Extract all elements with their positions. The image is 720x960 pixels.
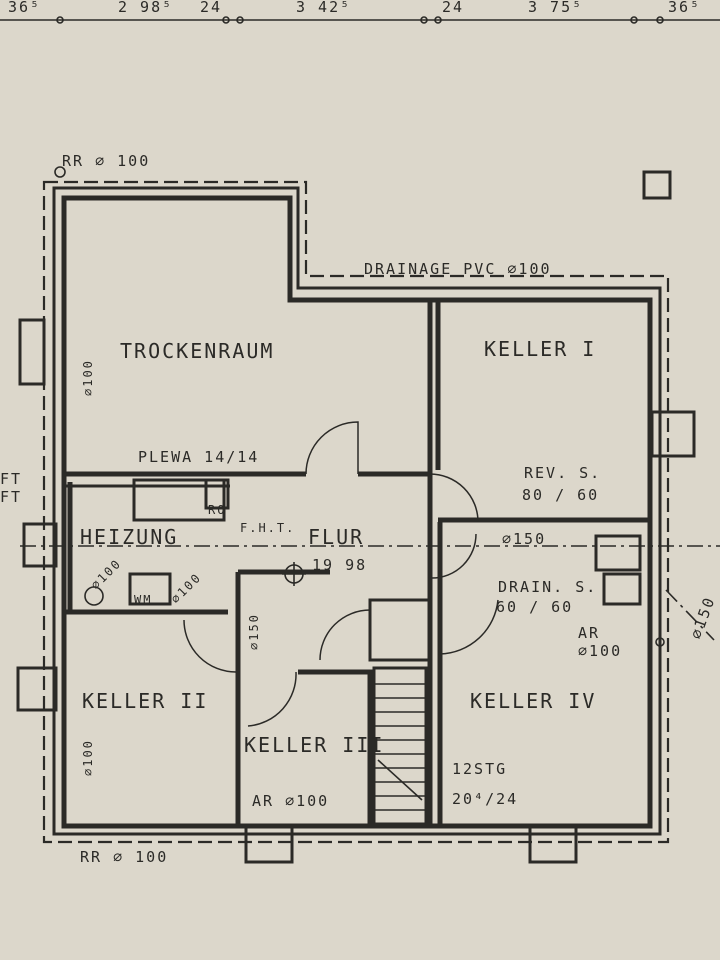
- washing-machine: [128, 572, 172, 606]
- dimension-label: 3 75⁵: [528, 0, 583, 16]
- ro-box: [204, 478, 230, 510]
- chimney-symbol: [642, 170, 672, 200]
- dimension-tick: [222, 16, 230, 24]
- annotation-drainage: DRAINAGE PVC ⌀100: [364, 260, 552, 278]
- boiler: [132, 478, 226, 522]
- dimension-label: 24: [442, 0, 464, 16]
- annotation-drain-s-size: 60 / 60: [496, 598, 573, 616]
- window-well-west: [18, 318, 46, 386]
- annotation-ro: RO: [208, 503, 226, 517]
- dimension-tick: [420, 16, 428, 24]
- room-label-flur: FLUR: [308, 525, 364, 549]
- door-keller2: [183, 619, 237, 673]
- equipment: [54, 166, 665, 647]
- door-keller1: [429, 473, 479, 523]
- stair-landing: [368, 598, 432, 662]
- downpipe-icon: [54, 166, 66, 178]
- room-label-heizung: HEIZUNG: [80, 525, 178, 549]
- annotation-stg-size: 20⁴/24: [452, 790, 518, 808]
- annotation-fht: F.H.T.: [240, 521, 295, 535]
- annotation-pipe-150: ⌀150: [502, 530, 546, 548]
- door-keller4: [431, 533, 477, 579]
- annotation-wm: WM: [134, 593, 152, 607]
- dimension-tick: [56, 16, 64, 24]
- room-label-trockenraum: TROCKENRAUM: [120, 339, 274, 363]
- wall-keller3: [298, 669, 373, 826]
- interior-walls: [64, 300, 650, 826]
- dimension-tick: [656, 16, 664, 24]
- staircase: [368, 598, 432, 826]
- dimension-label: 36⁵: [668, 0, 701, 16]
- door-trockenraum: [305, 421, 359, 475]
- stair-arrow: [377, 759, 423, 801]
- room-label-keller2: KELLER II: [82, 689, 208, 713]
- doors: [183, 421, 499, 727]
- annotation-ft: FT: [0, 488, 22, 506]
- dimension-chain: 36⁵ 2 98⁵ 24 3 42⁵ 24 3 75⁵ 36⁵: [0, 0, 720, 24]
- room-label-keller4: KELLER IV: [470, 689, 596, 713]
- annotation-drain-s: DRAIN. S.: [498, 578, 597, 596]
- exterior-wall: [61, 195, 653, 829]
- door-drain: [439, 599, 499, 655]
- window-well-keller1: [650, 410, 696, 458]
- window-well-keller3: [244, 824, 294, 864]
- annotation-keller2-pipe: ⌀100: [81, 739, 95, 776]
- annotation-stg: 12STG: [452, 760, 507, 778]
- stair-outline: [372, 666, 428, 826]
- annotation-rr-top: RR ⌀ 100: [62, 152, 150, 170]
- sewer-pipe-branch: [665, 589, 715, 641]
- dimension-tick: [236, 16, 244, 24]
- floor-drain-icon: [84, 586, 104, 606]
- dimension-label: 36⁵: [8, 0, 41, 16]
- door-keller3: [247, 671, 297, 727]
- room-label-keller1: KELLER I: [484, 337, 596, 361]
- annotation-rev-s-size: 80 / 60: [522, 486, 599, 504]
- dimension-tick: [630, 16, 638, 24]
- drain-shaft: [594, 534, 642, 572]
- window-well-keller4: [528, 824, 578, 864]
- window-well-keller2: [16, 666, 58, 712]
- dimension-label: 24: [200, 0, 222, 16]
- room-labels: TROCKENRAUM KELLER I HEIZUNG FLUR KELLER…: [80, 337, 596, 757]
- dimension-label: 2 98⁵: [118, 0, 173, 16]
- annotation-plewa: PLEWA 14/14: [138, 448, 259, 466]
- room-label-keller3: KELLER III: [244, 733, 384, 757]
- annotation-trocken-pipe: ⌀100: [81, 359, 95, 396]
- annotation-ar-size: ⌀100: [578, 642, 622, 660]
- window-wells: [16, 318, 696, 864]
- annotation-ft: FT: [0, 470, 22, 488]
- dimension-label: 3 42⁵: [296, 0, 351, 16]
- annotation-rr-bottom: RR ⌀ 100: [80, 848, 168, 866]
- exterior-wall-outer: [52, 186, 662, 836]
- annotation-flur-level: 19 98: [312, 556, 367, 574]
- drain-shaft-lower: [602, 572, 642, 606]
- window-well-heizung: [22, 522, 58, 568]
- door-stair: [319, 609, 371, 661]
- dimension-tick: [434, 16, 442, 24]
- drainage-line: [42, 180, 670, 844]
- annotation-ar: AR: [578, 624, 600, 642]
- annotation-rev-s: REV. S.: [524, 464, 601, 482]
- annotation-vertical-150: ⌀150: [247, 613, 261, 650]
- annotation-ar-keller3: AR ⌀100: [252, 792, 329, 810]
- downpipe-icon: [655, 637, 665, 647]
